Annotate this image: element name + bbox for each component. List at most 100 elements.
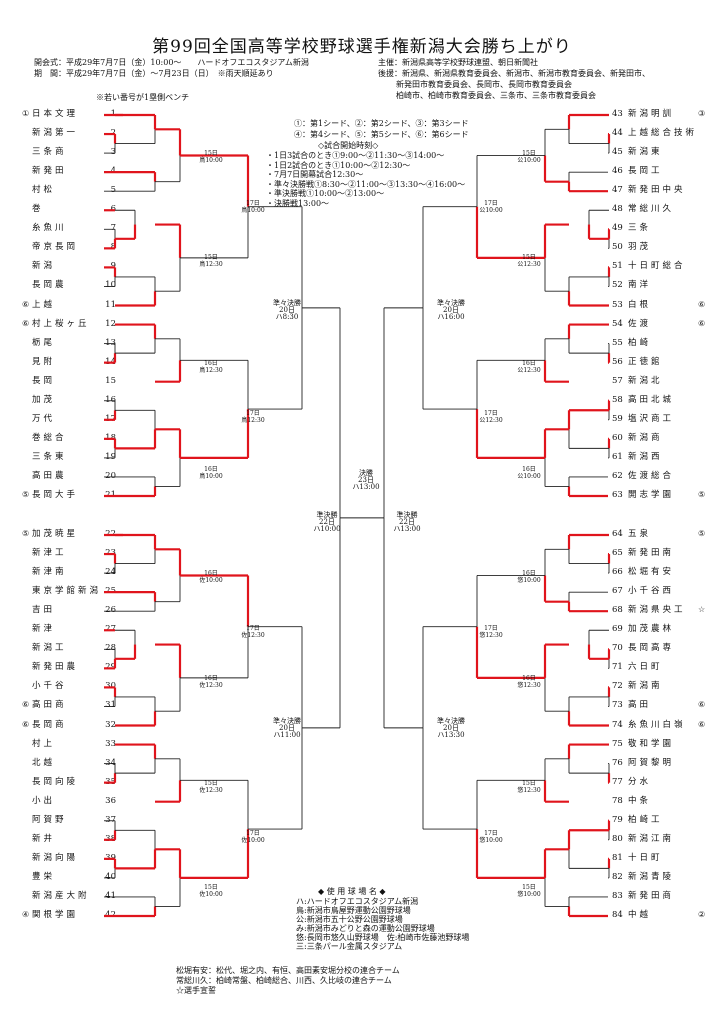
team-number: 50 — [612, 242, 623, 253]
team-number: 40 — [105, 871, 116, 882]
team-name: 加茂 — [32, 394, 56, 405]
team-number: 80 — [612, 833, 623, 844]
team-number: 84 — [612, 910, 623, 920]
team-name: 帝京長岡 — [32, 242, 79, 253]
match-label: 15日 悠10:00 — [517, 884, 541, 898]
team-name: 佐渡総合 — [628, 470, 675, 481]
seed-mark: ④ — [22, 910, 30, 919]
seed-mark: ⑤ — [22, 490, 30, 499]
match-label: 15日 佐12:30 — [199, 780, 223, 794]
team-name: 三条東 — [32, 451, 67, 462]
start-time-line: ・1日2試合のとき①10:00～②12:30～ — [266, 160, 411, 170]
team-name: 長岡農 — [32, 280, 67, 291]
team-number: 78 — [612, 795, 623, 806]
team-number: 45 — [612, 147, 623, 158]
page-title: 第99回全国高等学校野球選手権新潟大会勝ち上がり — [152, 37, 572, 57]
team-number: 72 — [612, 681, 623, 692]
team-name: 新潟江南 — [628, 833, 675, 844]
team-number: 71 — [612, 662, 623, 673]
team-name: 阿賀黎明 — [628, 757, 675, 768]
seed-mark: ⑥ — [22, 299, 30, 309]
team-number: 68 — [612, 605, 623, 616]
team-name: 小千谷西 — [628, 586, 675, 597]
team-name: 羽茂 — [628, 242, 652, 253]
team-number: 44 — [612, 128, 623, 139]
seed-mark: ⑥ — [698, 299, 706, 309]
team-name: 巻総合 — [32, 432, 67, 443]
seed-mark: ⑤ — [22, 529, 30, 538]
team-name: 村上 — [32, 738, 56, 749]
times-title: ◇試合開始時刻◇ — [318, 141, 379, 150]
match-label: 17日 鳥10:00 — [241, 200, 265, 214]
match-label: 17日 公12:30 — [479, 410, 503, 424]
team-name: 中越 — [628, 910, 652, 920]
start-time-line: ・7月7日開幕試合12:30～ — [266, 170, 364, 179]
team-number: 69 — [612, 624, 623, 635]
team-name: 加茂暁星 — [32, 529, 79, 539]
team-name: 柏崎 — [628, 337, 652, 348]
team-number: 64 — [612, 529, 623, 539]
match-label: 16日 鳥12:30 — [199, 360, 223, 374]
seed-mark: ⑤ — [698, 529, 706, 538]
team-row: 78 中条 — [612, 795, 708, 807]
team-name: 正徳館 — [628, 356, 663, 367]
match-label: 準々決勝 20日 ハ11:00 — [273, 717, 301, 739]
seed-mark: ⑥ — [22, 318, 30, 328]
team-number: 61 — [612, 451, 623, 462]
footer-notes: 松堀有安：松代、堀之内、有恒、高田素安堀分校の連合チーム常総川久：柏崎常盤、柏崎… — [176, 966, 400, 996]
team-name: 五泉 — [628, 529, 652, 539]
seed-mark: ① — [22, 109, 30, 118]
team-name: 新潟県央工 — [628, 605, 686, 616]
team-name: 関根学園 — [32, 910, 79, 920]
team-name: 東京学館新潟 — [32, 586, 102, 597]
team-name: 村松 — [32, 185, 56, 196]
team-number: 13 — [105, 337, 116, 348]
sponsor-info-1: 後援：新潟県、新潟県教育委員会、新潟市、新潟市教育委員会、新発田市、 — [378, 69, 650, 78]
team-name: 長岡 — [32, 375, 56, 386]
team-name: 新津工 — [32, 548, 67, 559]
team-number: 16 — [105, 394, 116, 405]
match-label: 16日 佐10:00 — [199, 570, 223, 584]
match-label: 17日 鳥12:30 — [241, 410, 265, 424]
team-number: 82 — [612, 871, 623, 882]
team-row: 64 五泉 ⑤ — [612, 528, 708, 540]
team-name: 六日町 — [628, 662, 663, 673]
team-name: 日本文理 — [32, 109, 79, 119]
match-label: 17日 悠12:30 — [479, 625, 503, 639]
seed-legend-2: ④：第4シード、⑤：第5シード、⑥：第6シード — [294, 130, 469, 139]
team-name: 新発田 — [32, 166, 67, 177]
match-label: 16日 悠12:30 — [517, 675, 541, 689]
team-number: 20 — [105, 470, 116, 481]
team-name: 中条 — [628, 795, 652, 806]
seed-mark: ⑥ — [698, 700, 706, 710]
team-number: 70 — [612, 643, 623, 654]
team-name: 分水 — [628, 776, 652, 787]
team-name: 北越 — [32, 757, 56, 768]
footer-line: 松堀有安：松代、堀之内、有恒、高田素安堀分校の連合チーム — [176, 966, 400, 975]
team-name: 新潟産大附 — [32, 890, 90, 901]
